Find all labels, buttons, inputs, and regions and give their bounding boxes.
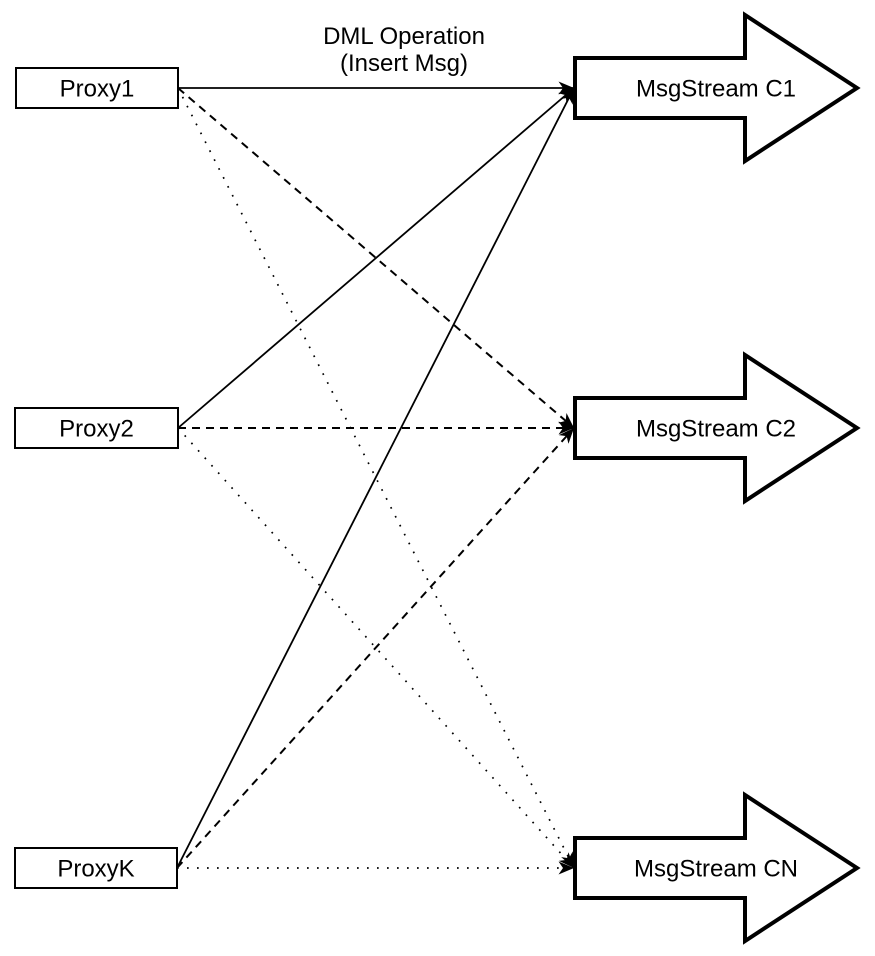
edges-layer xyxy=(176,81,575,875)
stream-arrow-shape-c2 xyxy=(573,351,861,505)
proxy-box-proxy2 xyxy=(14,407,179,449)
proxy-label-proxy1: Proxy1 xyxy=(60,75,135,102)
stream-arrow-shape-c1 xyxy=(573,11,861,165)
proxy-node-proxy2: Proxy2 xyxy=(14,407,179,449)
edge-proxy2-to-c1-solid xyxy=(177,87,575,429)
proxy-box-proxyk xyxy=(14,847,178,889)
edge-annotation-line: DML Operation xyxy=(323,23,485,50)
stream-label-cn: MsgStream CN xyxy=(634,855,798,882)
proxy-box-proxy1 xyxy=(15,67,179,109)
proxy-node-proxyk: ProxyK xyxy=(14,847,178,889)
annotation-layer: DML Operation(Insert Msg) xyxy=(323,23,485,77)
stream-node-c1: MsgStream C1 xyxy=(573,11,861,165)
edge-proxyk-to-c2-dashed xyxy=(176,427,575,869)
stream-arrow-shape-cn xyxy=(573,791,861,945)
stream-node-cn: MsgStream CN xyxy=(573,791,861,945)
edge-annotation-line: (Insert Msg) xyxy=(340,50,468,77)
stream-label-c1: MsgStream C1 xyxy=(636,75,796,102)
stream-label-c2: MsgStream C2 xyxy=(636,415,796,442)
stream-layer: MsgStream C1 MsgStream C2 MsgStream CN xyxy=(573,11,861,945)
edge-annotation: DML Operation(Insert Msg) xyxy=(323,23,485,77)
stream-node-c2: MsgStream C2 xyxy=(573,351,861,505)
proxy-label-proxyk: ProxyK xyxy=(57,855,134,882)
proxy-label-proxy2: Proxy2 xyxy=(59,415,134,442)
edge-proxyk-to-c1-solid xyxy=(176,87,575,869)
proxy-node-proxy1: Proxy1 xyxy=(15,67,179,109)
edge-proxy1-to-c2-dashed xyxy=(177,87,575,429)
